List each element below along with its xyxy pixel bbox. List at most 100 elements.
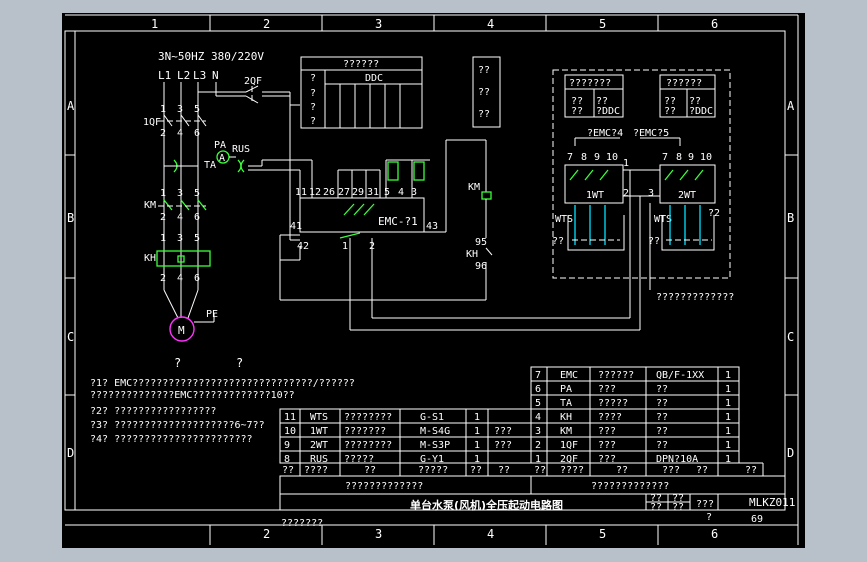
parts-table-cell: ?? bbox=[656, 440, 668, 451]
parts-table-cell: 1 bbox=[725, 370, 731, 381]
indicator-label: ?? bbox=[478, 65, 490, 76]
column-label: 2 bbox=[263, 527, 270, 541]
parts-table-cell: M-S4G bbox=[420, 426, 450, 437]
parts-table-header-cell: ??? bbox=[662, 465, 680, 476]
parts-table-cell: 7 bbox=[535, 370, 541, 381]
notes: ?1? EMC??????????????????????????????/??… bbox=[90, 378, 355, 445]
parts-table-cell: 1 bbox=[535, 454, 541, 465]
terminal-number: 2 bbox=[160, 273, 166, 284]
terminal-number: 3 bbox=[177, 104, 183, 115]
terminal-number: 5 bbox=[194, 104, 200, 115]
indicator-label: ?? bbox=[478, 109, 490, 120]
note-line: ?1? EMC??????????????????????????????/??… bbox=[90, 378, 355, 389]
emc-terminal: 4 bbox=[398, 187, 404, 198]
parts-table-header-cell: ?? bbox=[696, 465, 708, 476]
parts-table-cell: G-S1 bbox=[420, 412, 444, 423]
title-bottom: ??????? bbox=[281, 518, 323, 529]
kh-contact-label: KH bbox=[466, 249, 478, 260]
parts-table-cell: 1 bbox=[725, 454, 731, 465]
wts-label: WTS bbox=[654, 214, 672, 225]
tank-terminal: 9 bbox=[594, 152, 600, 163]
note-line: ?4? ??????????????????????? bbox=[90, 434, 253, 445]
parts-table-header-cell: ?? bbox=[364, 465, 376, 476]
parts-table-cell: TA bbox=[560, 398, 572, 409]
parts-table-cell: ???????? bbox=[344, 440, 392, 451]
column-label: 5 bbox=[599, 527, 606, 541]
note-line: ??????????????EMC?????????????10?? bbox=[90, 390, 295, 401]
emc-terminal: 11 bbox=[295, 187, 307, 198]
column-label: 3 bbox=[375, 17, 382, 31]
parts-table-cell: ??? bbox=[598, 440, 616, 451]
tank-box-cell: ?? bbox=[596, 96, 608, 107]
parts-table-cell: 4 bbox=[535, 412, 541, 423]
current-transformer: A PA TA RUS bbox=[164, 140, 313, 198]
parts-table-cell: ??? bbox=[598, 454, 616, 465]
terminal-number: 3 bbox=[177, 188, 183, 199]
column-label: 3 bbox=[375, 527, 382, 541]
tank-terminal: 1 bbox=[623, 158, 629, 169]
motor-label: M bbox=[178, 324, 185, 337]
kh-terminal: 96 bbox=[475, 261, 487, 272]
parts-table-cell: 2QF bbox=[560, 454, 578, 465]
phase-label: L3 bbox=[193, 69, 206, 82]
ddc-mark: ? bbox=[310, 116, 316, 127]
emc-terminal: 42 bbox=[297, 241, 309, 252]
title-cell: ?? bbox=[672, 493, 684, 504]
parts-table-cell: RUS bbox=[310, 454, 328, 465]
parts-table-cell: 8 bbox=[284, 454, 290, 465]
column-label: 4 bbox=[487, 527, 494, 541]
wt1-label: 1WT bbox=[586, 190, 604, 201]
motor: M PE bbox=[169, 309, 218, 342]
column-label: 6 bbox=[711, 17, 718, 31]
ammeter-symbol: A bbox=[219, 153, 225, 164]
tank-terminal: 8 bbox=[581, 152, 587, 163]
title-cell: ??? bbox=[696, 499, 714, 510]
tank-terminal: 2 bbox=[623, 188, 629, 199]
tank-terminal: 8 bbox=[676, 152, 682, 163]
parts-table-cell: 1 bbox=[474, 426, 480, 437]
parts-table-cell: ?? bbox=[656, 398, 668, 409]
parts-table-cell: 5 bbox=[535, 398, 541, 409]
parts-table-cell: ?? bbox=[656, 412, 668, 423]
parts-table-cell: G-Y1 bbox=[420, 454, 444, 465]
tank-box-cell: ?? bbox=[571, 106, 583, 117]
water-tank-section: ??????? ?? ?? ?? ?DDC ?????? ?? ?? ?? ?D… bbox=[350, 69, 734, 331]
terminal-number: 5 bbox=[194, 233, 200, 244]
emc-terminal: 26 bbox=[323, 187, 335, 198]
terminal-number: 6 bbox=[194, 273, 200, 284]
page-number: 69 bbox=[751, 514, 763, 525]
parts-table-cell: 1 bbox=[725, 426, 731, 437]
overload-kh: KH 1 3 5 2 4 6 bbox=[144, 233, 211, 284]
parts-table-cell: 1 bbox=[725, 384, 731, 395]
emc-terminal: 43 bbox=[426, 221, 438, 232]
tank-box-cell: ?? bbox=[664, 96, 676, 107]
main-breaker-1qf: 1QF 1 3 5 2 4 6 bbox=[143, 104, 207, 139]
emc-ref: ?EMC?5 bbox=[633, 128, 669, 139]
supply-spec: 3N~50HZ 380/220V bbox=[158, 50, 264, 63]
phase-label: L1 bbox=[158, 69, 171, 82]
emc-terminal: 31 bbox=[367, 187, 379, 198]
emc-terminal: 12 bbox=[309, 187, 321, 198]
power-lines bbox=[163, 82, 300, 319]
parts-table-cell: EMC bbox=[560, 370, 578, 381]
parts-table-cell: PA bbox=[560, 384, 572, 395]
emc-terminal: 5 bbox=[384, 187, 390, 198]
rus-label: RUS bbox=[232, 144, 250, 155]
parts-table-cell: 11 bbox=[284, 412, 296, 423]
row-label: D bbox=[67, 446, 74, 460]
emc-terminal: 3 bbox=[411, 187, 417, 198]
tank-box2-title: ?????? bbox=[666, 78, 702, 89]
note-line: ?2? ????????????????? bbox=[90, 406, 216, 417]
parts-table-cell: ????? bbox=[344, 454, 374, 465]
parts-table-header-cell: ?? bbox=[282, 465, 294, 476]
pa-label: PA bbox=[214, 140, 226, 151]
terminal-number: 1 bbox=[160, 104, 166, 115]
terminal-number: 2 bbox=[160, 212, 166, 223]
legend-mark: ? bbox=[236, 356, 243, 370]
drawing-title: 单台水泵(风机)全压起动电路图 bbox=[410, 498, 563, 512]
parts-table-cell: KM bbox=[560, 426, 572, 437]
aux-breaker-2qf: 2QF bbox=[244, 76, 262, 104]
parts-table-cell: QB/F-1XX bbox=[656, 370, 704, 381]
parts-table-cell: ??? bbox=[598, 384, 616, 395]
